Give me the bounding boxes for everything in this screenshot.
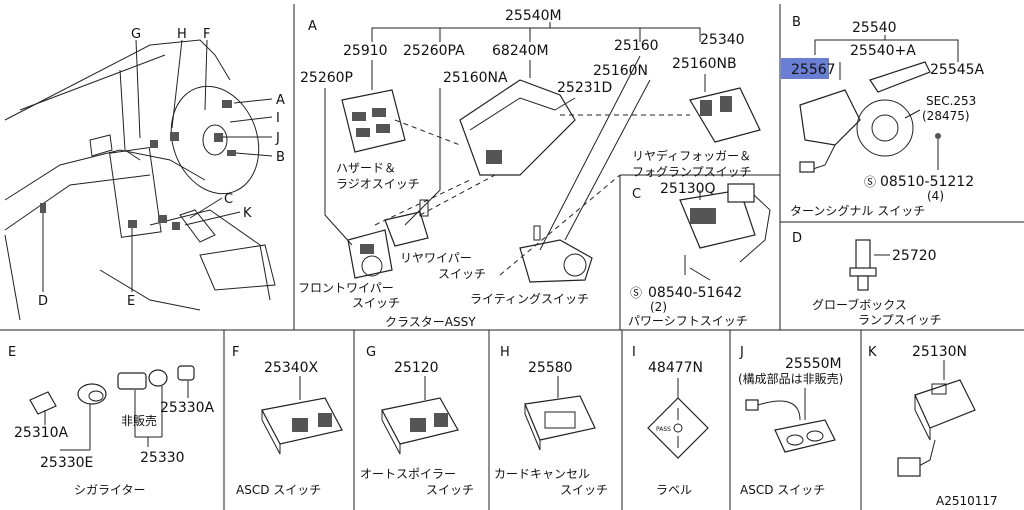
panel-i-letter: I [632, 345, 636, 360]
dashboard-overview [4, 39, 276, 321]
label-drawing [647, 378, 709, 459]
panel-a-letter: A [308, 19, 317, 34]
part-25120: 25120 [394, 360, 439, 376]
part-25720: 25720 [892, 248, 937, 264]
glovebox-switch-drawing [849, 239, 890, 291]
part-25130n: 25130N [912, 344, 967, 360]
caption-lighting: ライティングスイッチ [470, 292, 589, 306]
part-25160na: 25160NA [443, 70, 508, 86]
switch-k-drawing [897, 360, 976, 477]
part-68240m: 68240M [492, 43, 549, 59]
part-25160: 25160 [614, 38, 659, 54]
caption-card-cancel-1: カードキャンセル [494, 467, 590, 481]
part-25567: 25567 [791, 62, 836, 78]
caption-front-wiper-2: スイッチ [352, 296, 400, 310]
panel-k-letter: K [868, 345, 877, 360]
caption-ascd-j: ASCD スイッチ [740, 483, 825, 497]
screw-symbol-c: Ⓢ [630, 286, 642, 300]
callout-e: E [127, 294, 135, 309]
drawing-id: A2510117 [936, 494, 998, 508]
callout-f: F [203, 27, 210, 42]
panel-h-letter: H [500, 345, 510, 360]
not-sold-e: 非販売 [121, 413, 157, 428]
part-25260pa: 25260PA [403, 43, 465, 59]
part-25550m: 25550M [785, 356, 842, 372]
caption-rear-wiper-1: リヤワイパー [400, 251, 472, 265]
callout-i: I [276, 111, 280, 126]
part-25540a: 25540+A [850, 43, 916, 59]
assy-bracket [371, 22, 701, 42]
callout-h: H [177, 27, 187, 42]
part-25310a: 25310A [14, 425, 69, 441]
note-not-sold-j: (構成部品は非販売) [738, 371, 843, 386]
callout-b: B [276, 150, 285, 165]
callout-k: K [243, 206, 252, 221]
part-25340: 25340 [700, 32, 745, 48]
ascd-switch-j-drawing [745, 388, 836, 453]
part-25545a: 25545A [930, 62, 985, 78]
part-25540m: 25540M [505, 8, 562, 24]
ascd-switch-f-drawing [261, 376, 343, 455]
turn-signal-drawing [799, 35, 959, 173]
caption-power-shift: パワーシフトスイッチ [628, 314, 748, 328]
sec-28475: (28475) [922, 109, 970, 123]
panel-b-letter: B [792, 15, 801, 30]
part-25231d: 25231D [557, 80, 612, 96]
auto-spoiler-drawing [381, 376, 459, 455]
caption-auto-spoiler-2: スイッチ [426, 483, 474, 497]
caption-rear-wiper-2: スイッチ [438, 267, 486, 281]
caption-glovebox-2: ランプスイッチ [858, 313, 942, 327]
caption-cigar-lighter: シガライター [74, 483, 146, 497]
caption-glovebox-1: グローブボックス [812, 297, 907, 312]
part-25330a: 25330A [160, 400, 215, 416]
caption-cluster-assy: クラスターASSY [385, 315, 476, 329]
part-25540: 25540 [852, 20, 897, 36]
caption-ascd-f: ASCD スイッチ [236, 483, 321, 497]
panel-d-letter: D [792, 231, 802, 246]
part-25160nb: 25160NB [672, 56, 737, 72]
sec-253: SEC.253 [926, 94, 976, 108]
caption-defogger-1: リヤディフォッガー＆ [632, 148, 751, 163]
caption-label: ラベル [656, 483, 692, 497]
caption-turn-signal: ターンシグナル スイッチ [790, 204, 925, 218]
panel-e-letter: E [8, 345, 16, 360]
part-25910: 25910 [343, 43, 388, 59]
label-pass-text: PASS [656, 426, 671, 433]
part-25330e: 25330E [40, 455, 93, 471]
screw-qty-b: (4) [927, 189, 944, 203]
caption-defogger-2: フォグランプスイッチ [632, 165, 752, 179]
callout-g: G [131, 27, 141, 42]
part-25580: 25580 [528, 360, 573, 376]
part-48477n: 48477N [648, 360, 703, 376]
callout-a: A [276, 93, 285, 108]
screw-part-c: 08540-51642 [648, 285, 742, 301]
callout-j: J [275, 131, 280, 146]
cluster-assy-drawing [324, 55, 761, 283]
callout-c: C [224, 192, 233, 207]
screw-qty-c: (2) [650, 300, 667, 314]
caption-hazard-1: ハザード＆ [336, 161, 396, 175]
screw-symbol-b: Ⓢ [864, 175, 876, 189]
panel-f-letter: F [232, 345, 239, 360]
panel-c-letter: C [632, 187, 641, 202]
caption-auto-spoiler-1: オートスポイラー [360, 467, 456, 481]
caption-hazard-2: ラジオスイッチ [336, 177, 420, 191]
part-25160n: 25160N [593, 63, 648, 79]
caption-front-wiper-1: フロントワイパー [298, 281, 394, 295]
card-cancel-drawing [524, 376, 596, 451]
part-25340x: 25340X [264, 360, 319, 376]
screw-part-b: 08510-51212 [880, 174, 974, 190]
panel-g-letter: G [366, 345, 376, 360]
panel-borders [0, 4, 1024, 510]
part-25130q: 25130Q [660, 181, 716, 197]
power-shift-drawing [679, 183, 771, 281]
part-25260p: 25260P [300, 70, 353, 86]
caption-card-cancel-2: スイッチ [560, 483, 608, 497]
highlight-25567 [781, 58, 829, 79]
cigar-lighter-drawing [29, 365, 195, 451]
callout-d: D [38, 294, 48, 309]
part-25330: 25330 [140, 450, 185, 466]
panel-j-letter: J [739, 345, 744, 360]
